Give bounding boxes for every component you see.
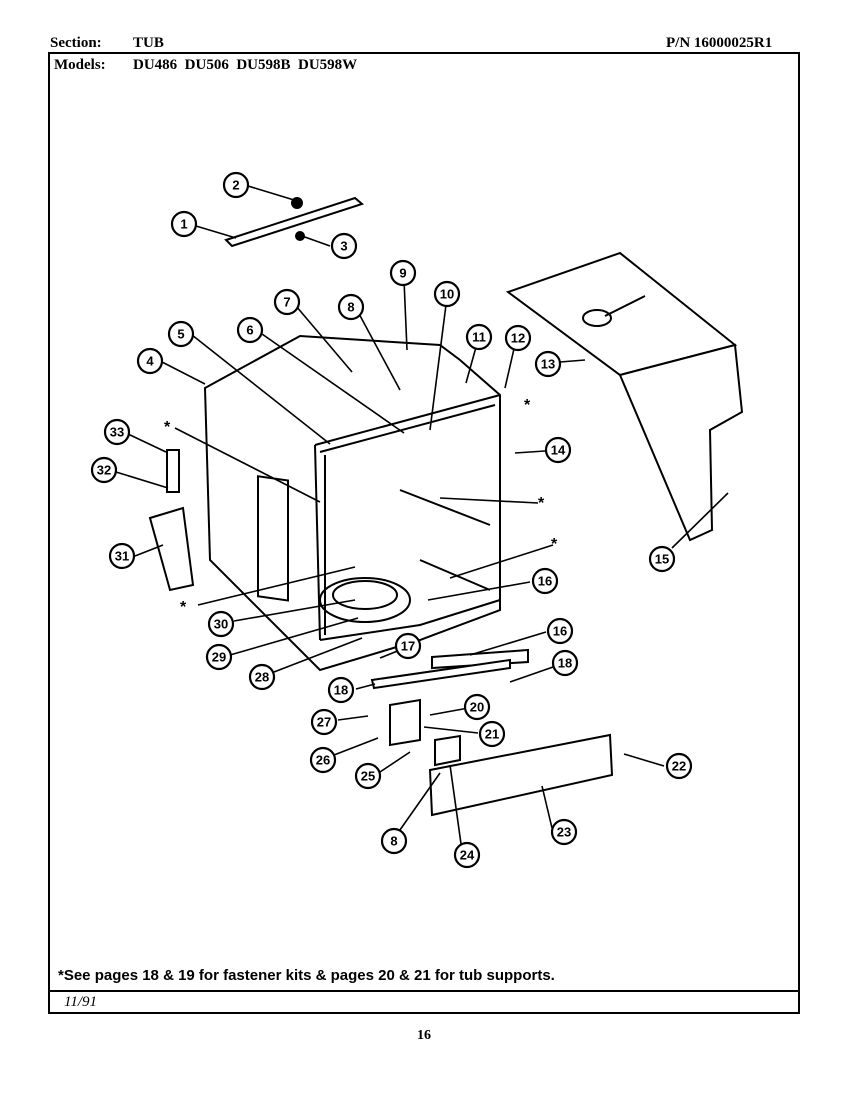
asterisk: * bbox=[524, 397, 531, 414]
callout-27: 27 bbox=[310, 708, 338, 736]
callout-11: 11 bbox=[465, 323, 493, 351]
callout-2: 2 bbox=[222, 171, 250, 199]
callout-number: 18 bbox=[334, 683, 348, 698]
callout-24: 24 bbox=[453, 841, 481, 869]
callout-23: 23 bbox=[550, 818, 578, 846]
callout-number: 9 bbox=[399, 266, 406, 281]
callout-number: 32 bbox=[97, 463, 111, 478]
callout-number: 20 bbox=[470, 700, 484, 715]
callout-number: 3 bbox=[340, 239, 347, 254]
page-number: 16 bbox=[417, 1028, 431, 1043]
callout-22: 22 bbox=[665, 752, 693, 780]
callout-8-lower: 8 bbox=[380, 827, 408, 855]
asterisk-markers: * * * * * bbox=[164, 397, 558, 616]
callout-28: 28 bbox=[248, 663, 276, 691]
callout-32: 32 bbox=[90, 456, 118, 484]
callout-30: 30 bbox=[207, 610, 235, 638]
callout-number: 17 bbox=[401, 639, 415, 654]
leader-lines bbox=[115, 185, 729, 852]
callout-13: 13 bbox=[534, 350, 562, 378]
callout-number: 16 bbox=[553, 624, 567, 639]
callout-18-left: 18 bbox=[327, 676, 355, 704]
callout-31: 31 bbox=[108, 542, 136, 570]
callout-number: 8 bbox=[347, 300, 354, 315]
callout-16-lower: 16 bbox=[546, 617, 574, 645]
section-value: TUB bbox=[133, 35, 164, 51]
callout-21: 21 bbox=[478, 720, 506, 748]
asterisk: * bbox=[180, 599, 187, 616]
callout-26: 26 bbox=[309, 746, 337, 774]
lower-parts bbox=[148, 449, 614, 817]
callout-number: 33 bbox=[110, 425, 124, 440]
diagram-frame bbox=[48, 52, 800, 1014]
callout-10: 10 bbox=[433, 280, 461, 308]
asterisk: * bbox=[551, 536, 558, 553]
asterisk: * bbox=[164, 419, 171, 436]
callout-8: 8 bbox=[337, 293, 365, 321]
callout-1: 1 bbox=[170, 210, 198, 238]
callout-20: 20 bbox=[463, 693, 491, 721]
callout-number: 11 bbox=[472, 330, 486, 345]
callout-number: 22 bbox=[672, 759, 686, 774]
callout-6: 6 bbox=[236, 316, 264, 344]
callout-3: 3 bbox=[330, 232, 358, 260]
callout-number: 23 bbox=[557, 825, 571, 840]
callout-number: 25 bbox=[361, 769, 375, 784]
callout-number: 26 bbox=[316, 753, 330, 768]
callout-number: 24 bbox=[460, 848, 475, 863]
footer-divider bbox=[48, 990, 800, 992]
callout-12: 12 bbox=[504, 324, 532, 352]
callout-number: 16 bbox=[538, 574, 552, 589]
models-label: Models: bbox=[54, 57, 106, 73]
callout-7: 7 bbox=[273, 288, 301, 316]
callout-number: 4 bbox=[146, 354, 154, 369]
callout-number: 14 bbox=[551, 443, 566, 458]
callout-number: 31 bbox=[115, 549, 129, 564]
callout-33: 33 bbox=[103, 418, 131, 446]
part-number: P/N 16000025R1 bbox=[666, 35, 773, 51]
callout-16-upper: 16 bbox=[531, 567, 559, 595]
callout-number: 5 bbox=[177, 327, 184, 342]
callout-15: 15 bbox=[648, 545, 676, 573]
section-label: Section: bbox=[50, 35, 102, 51]
asterisk: * bbox=[538, 495, 545, 512]
callout-29: 29 bbox=[205, 643, 233, 671]
revision-date: 11/91 bbox=[64, 994, 98, 1010]
callout-4: 4 bbox=[136, 347, 164, 375]
callout-number: 27 bbox=[317, 715, 331, 730]
callout-number: 15 bbox=[655, 552, 669, 567]
callout-number: 21 bbox=[485, 727, 499, 742]
callout-number: 7 bbox=[283, 295, 290, 310]
callout-number: 12 bbox=[511, 331, 525, 346]
footnote: *See pages 18 & 19 for fastener kits & p… bbox=[58, 967, 555, 984]
callout-number: 29 bbox=[212, 650, 226, 665]
callout-14: 14 bbox=[544, 436, 572, 464]
callout-18-right: 18 bbox=[551, 649, 579, 677]
callout-number: 28 bbox=[255, 670, 269, 685]
callout-number: 6 bbox=[246, 323, 253, 338]
callout-9: 9 bbox=[389, 259, 417, 287]
callout-number: 10 bbox=[440, 287, 454, 302]
callout-number: 8 bbox=[390, 834, 397, 849]
callout-5: 5 bbox=[167, 320, 195, 348]
callout-number: 13 bbox=[541, 357, 555, 372]
callout-number: 30 bbox=[214, 617, 228, 632]
callout-number: 1 bbox=[180, 217, 187, 232]
callout-number: 2 bbox=[232, 178, 239, 193]
callout-25: 25 bbox=[354, 762, 382, 790]
tub-cover-panel bbox=[505, 251, 744, 542]
callout-number: 18 bbox=[558, 656, 572, 671]
models-value: DU486 DU506 DU598B DU598W bbox=[133, 57, 358, 73]
callout-17: 17 bbox=[394, 632, 422, 660]
